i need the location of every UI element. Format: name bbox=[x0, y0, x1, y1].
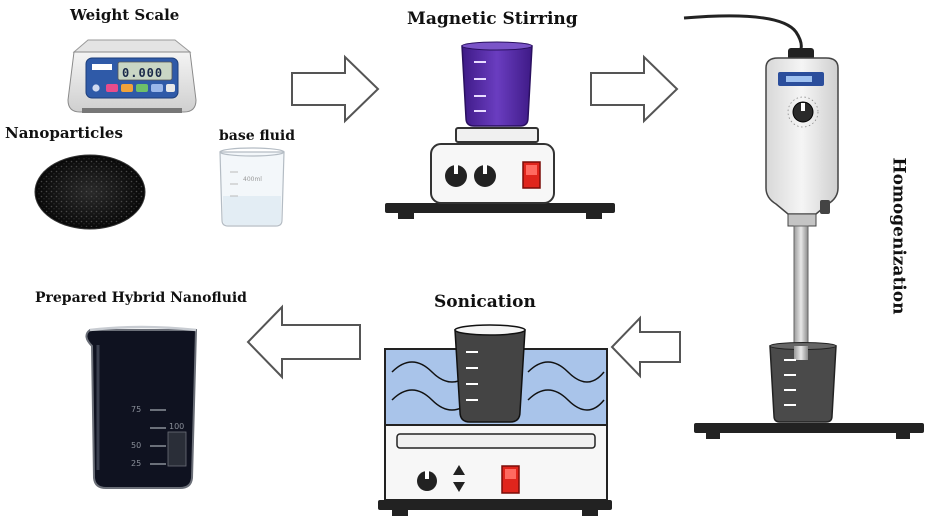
scale-display-readout: 0.000 bbox=[122, 66, 164, 80]
weight-scale-icon bbox=[67, 39, 197, 113]
left-arrow-icon bbox=[246, 304, 361, 380]
final-beaker-mark-100: 100 bbox=[169, 422, 185, 431]
base-fluid-label: base fluid bbox=[219, 128, 295, 144]
final-beaker-mark-75: 75 bbox=[131, 405, 142, 414]
right-arrow-icon bbox=[590, 54, 679, 124]
final-beaker-mark-25: 25 bbox=[131, 459, 142, 468]
final-beaker-mark-50: 50 bbox=[131, 441, 142, 450]
sonication-label: Sonication bbox=[434, 292, 536, 312]
ultrasonic-bath-icon bbox=[378, 324, 612, 516]
nanoparticles-label: Nanoparticles bbox=[5, 124, 123, 142]
prepared-nanofluid-label: Prepared Hybrid Nanofluid bbox=[35, 290, 247, 306]
left-arrow-icon bbox=[610, 315, 681, 379]
homogenization-label: Homogenization bbox=[888, 157, 909, 315]
nanoparticle-dish-icon bbox=[34, 154, 146, 230]
small-beaker-mark: 400ml bbox=[243, 176, 262, 183]
nanofluid-beaker-icon bbox=[85, 325, 198, 489]
magnetic-stirring-label: Magnetic Stirring bbox=[407, 9, 578, 29]
right-arrow-icon bbox=[291, 54, 380, 124]
base-fluid-beaker-icon bbox=[219, 147, 285, 227]
magnetic-stirrer-icon bbox=[385, 41, 615, 219]
weight-scale-label: Weight Scale bbox=[70, 6, 180, 24]
homogenizer-icon bbox=[683, 14, 924, 439]
